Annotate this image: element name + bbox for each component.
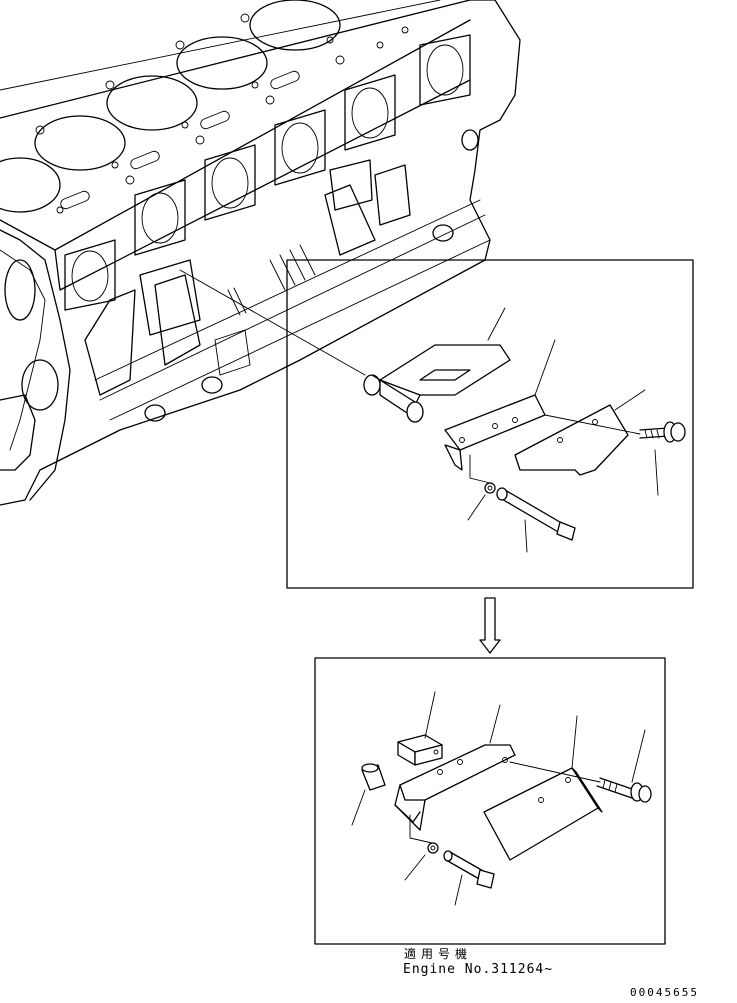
engine-block bbox=[0, 0, 521, 506]
after-long-bolt bbox=[409, 814, 495, 889]
after-plate bbox=[483, 767, 603, 861]
figure-id: 00045655 bbox=[630, 986, 699, 999]
after-flange-bolt bbox=[509, 761, 652, 803]
before-long-bolt bbox=[469, 454, 576, 541]
after-leaders bbox=[351, 691, 646, 906]
engine-number-label: Engine No.311264~ bbox=[403, 962, 554, 977]
after-bracket bbox=[394, 744, 516, 831]
after-washer bbox=[427, 842, 439, 854]
applicable-label: 適用号機 bbox=[404, 947, 473, 961]
before-view bbox=[286, 259, 694, 589]
before-leaders bbox=[467, 307, 659, 553]
before-plate bbox=[514, 404, 629, 476]
after-view bbox=[314, 657, 666, 945]
before-washer bbox=[484, 482, 496, 494]
after-view-frame bbox=[314, 657, 666, 945]
before-dowel-block bbox=[363, 344, 511, 423]
after-block bbox=[397, 734, 443, 766]
before-flange-bolt bbox=[544, 414, 686, 443]
after-spacer bbox=[361, 763, 386, 791]
down-arrow-icon bbox=[479, 597, 501, 654]
before-view-frame bbox=[286, 259, 694, 589]
